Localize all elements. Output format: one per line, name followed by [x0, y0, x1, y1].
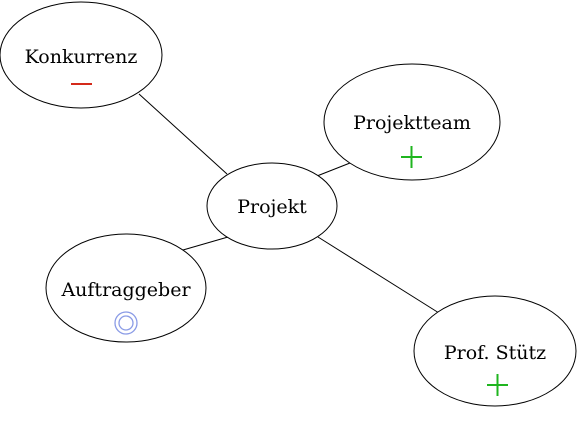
node-projekt-ellipse: [206, 162, 338, 250]
node-auftraggeber-label: Auftraggeber: [60, 279, 191, 301]
node-projekt-label: Projekt: [237, 196, 307, 218]
node-projektteam[interactable]: Projektteam: [323, 63, 501, 181]
node-prof-stuetz[interactable]: Prof. Stütz: [413, 295, 577, 407]
plus-icon: [401, 146, 422, 168]
edge-prof-stuetz-projekt: [317, 236, 440, 314]
node-konkurrenz-label: Konkurrenz: [25, 46, 138, 68]
node-projekt[interactable]: Projekt: [206, 162, 338, 250]
edge-auftraggeber-projekt: [182, 236, 229, 251]
node-konkurrenz[interactable]: Konkurrenz: [0, 1, 163, 109]
edge-konkurrenz-projekt: [138, 93, 228, 175]
node-konkurrenz-ellipse: [0, 1, 163, 109]
node-prof-stuetz-label: Prof. Stütz: [444, 342, 546, 364]
circle-icon: [114, 311, 138, 335]
node-projektteam-label: Projektteam: [353, 112, 471, 134]
edge-projektteam-projekt: [316, 162, 351, 177]
node-projektteam-ellipse: [323, 63, 501, 181]
node-auftraggeber-ellipse: [45, 233, 207, 343]
plus-icon: [487, 374, 508, 396]
node-auftraggeber[interactable]: Auftraggeber: [45, 233, 207, 343]
node-prof-stuetz-ellipse: [413, 295, 577, 407]
